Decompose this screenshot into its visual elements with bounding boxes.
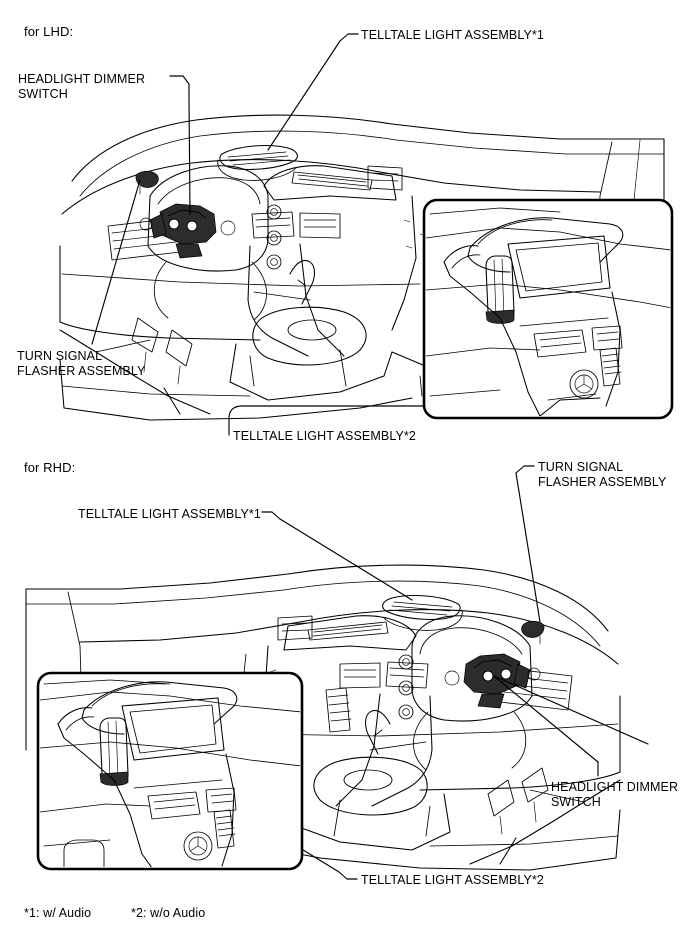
rhd-inset-content	[40, 679, 300, 867]
lhd-leader-lines	[91, 33, 431, 436]
rhd-left-air-vent	[277, 615, 313, 641]
rhd-inset-round-control	[183, 831, 213, 861]
lhd-headlight-dimmer-switch-component	[139, 203, 236, 259]
lhd-telltale-light-assembly-1-component	[217, 145, 298, 181]
lhd-inset-telltale-light-component	[485, 255, 515, 324]
rhd-headlight-dimmer-switch-component	[444, 653, 541, 709]
label-lhd-telltale-light-assembly-1: TELLTALE LIGHT ASSEMBLY*1	[361, 28, 544, 42]
rhd-console-grille	[325, 687, 352, 733]
rhd-telltale-light-assembly-1-component	[382, 595, 463, 631]
lhd-shift-lever	[252, 259, 367, 366]
rhd-shift-lever	[313, 709, 428, 816]
lhd-centre-stack-controls	[266, 204, 282, 270]
lhd-centre-air-vents	[251, 211, 341, 239]
lhd-inset-console-vents	[533, 325, 623, 358]
lhd-inset-content	[426, 207, 670, 416]
section-heading-rhd: for RHD:	[24, 460, 76, 475]
rhd-centre-stack-controls	[398, 654, 414, 720]
rhd-dashboard-illustration	[25, 564, 621, 871]
lhd-audio-display-grille	[291, 171, 373, 191]
footnote-1: *1: w/ Audio	[24, 906, 92, 920]
label-rhd-headlight-dimmer-switch: HEADLIGHT DIMMER SWITCH	[551, 780, 679, 809]
label-rhd-telltale-light-assembly-1: TELLTALE LIGHT ASSEMBLY*1	[78, 507, 261, 521]
rhd-inset-lower-grille	[213, 809, 236, 849]
rhd-turn-signal-flasher-component	[521, 620, 545, 645]
label-rhd-turn-signal-flasher-assembly: TURN SIGNAL FLASHER ASSEMBLY	[538, 460, 667, 489]
lhd-pedals	[131, 317, 193, 385]
lhd-inset-detail-box	[422, 198, 674, 420]
rhd-inset-detail-box	[36, 671, 304, 871]
rhd-inset-console-vents	[147, 787, 237, 820]
lhd-inset-round-control	[569, 369, 599, 399]
rhd-inset-telltale-light-component	[99, 717, 129, 786]
lhd-right-air-vent	[367, 165, 403, 191]
lhd-inset-lower-grille	[599, 347, 622, 387]
label-lhd-telltale-light-assembly-2: TELLTALE LIGHT ASSEMBLY*2	[233, 429, 416, 443]
lhd-turn-signal-flasher-component	[135, 170, 159, 195]
label-rhd-telltale-light-assembly-2: TELLTALE LIGHT ASSEMBLY*2	[361, 873, 544, 887]
rhd-pedals	[487, 767, 549, 835]
footnote-2: *2: w/o Audio	[131, 906, 206, 920]
label-lhd-headlight-dimmer-switch: HEADLIGHT DIMMER SWITCH	[18, 72, 146, 101]
rhd-audio-display-grille	[307, 621, 389, 641]
section-heading-lhd: for LHD:	[24, 24, 74, 39]
rhd-centre-air-vents	[339, 661, 429, 689]
